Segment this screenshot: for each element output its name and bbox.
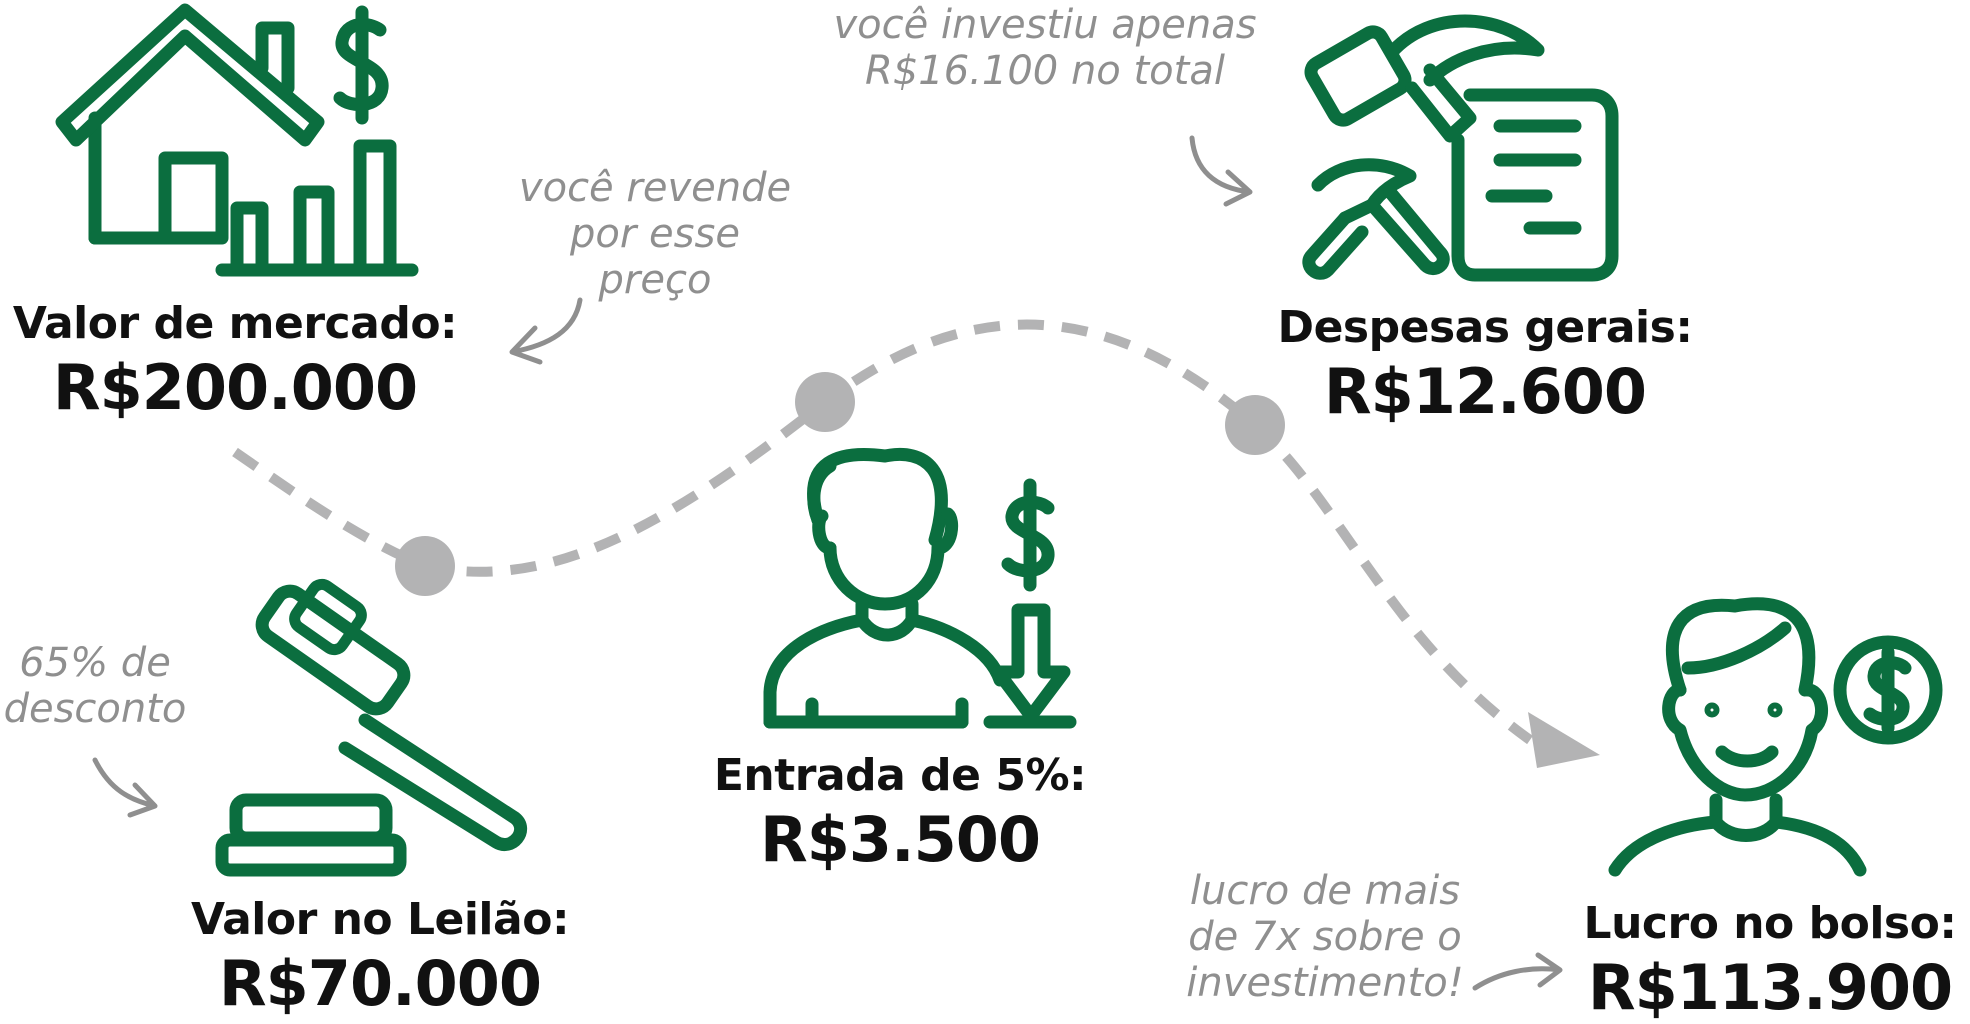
invested-note-line: você investiu apenas (833, 2, 1257, 48)
general-expenses-amount: R$12.600 (1323, 355, 1647, 428)
resale-note-line: você revende (518, 165, 792, 211)
resale-note-line: preço (598, 257, 712, 303)
flow-node-1 (395, 536, 455, 596)
flow-arrowhead-icon (1528, 712, 1600, 768)
discount-note-line: 65% de (19, 640, 171, 686)
general-expenses-caption: Despesas gerais: (1277, 302, 1693, 353)
invested-note-arrow-icon (1189, 135, 1253, 207)
resale-note: você revende por esse preço (505, 165, 805, 303)
profit-note: lucro de mais de 7x sobre o investimento… (1160, 868, 1490, 1006)
flow-path-line (232, 319, 1533, 745)
down-payment-amount: R$3.500 (760, 803, 1041, 876)
auction-value-amount: R$70.000 (218, 947, 542, 1020)
step-profit: Lucro no bolso: R$113.900 (1570, 896, 1970, 1024)
person-payment-icon (763, 447, 1077, 729)
flow-node-3 (1225, 395, 1285, 455)
profit-note-arrow-icon (1472, 952, 1563, 991)
profit-note-line: lucro de mais (1189, 868, 1461, 914)
auction-value-caption: Valor no Leilão: (190, 894, 570, 945)
step-down-payment: Entrada de 5%: R$3.500 (700, 748, 1100, 876)
market-value-caption: Valor de mercado: (12, 298, 458, 349)
profit-caption: Lucro no bolso: (1583, 898, 1957, 949)
profit-note-line: investimento! (1186, 960, 1464, 1006)
resale-note-line: por esse (570, 211, 740, 257)
person-dollar-coin-icon (1608, 597, 1943, 877)
step-general-expenses: Despesas gerais: R$12.600 (1255, 300, 1715, 428)
discount-note-line: desconto (3, 686, 187, 732)
market-value-amount: R$200.000 (52, 351, 418, 424)
discount-note: 65% de desconto (0, 640, 190, 732)
invested-note-line: R$16.100 no total (865, 48, 1225, 94)
profit-amount: R$113.900 (1587, 951, 1953, 1024)
resale-note-arrow-icon (509, 297, 583, 365)
discount-note-arrow-icon (92, 757, 158, 818)
down-payment-caption: Entrada de 5%: (713, 750, 1087, 801)
house-chart-dollar-icon (55, 3, 419, 277)
flow-node-2 (795, 372, 855, 432)
invested-note: você investiu apenas R$16.100 no total (800, 2, 1290, 94)
hammer-document-icon (1302, 14, 1619, 282)
step-market-value: Valor de mercado: R$200.000 (0, 296, 470, 424)
auction-gavel-icon (215, 578, 527, 877)
step-auction-value: Valor no Leilão: R$70.000 (160, 892, 600, 1020)
profit-note-line: de 7x sobre o (1188, 914, 1462, 960)
